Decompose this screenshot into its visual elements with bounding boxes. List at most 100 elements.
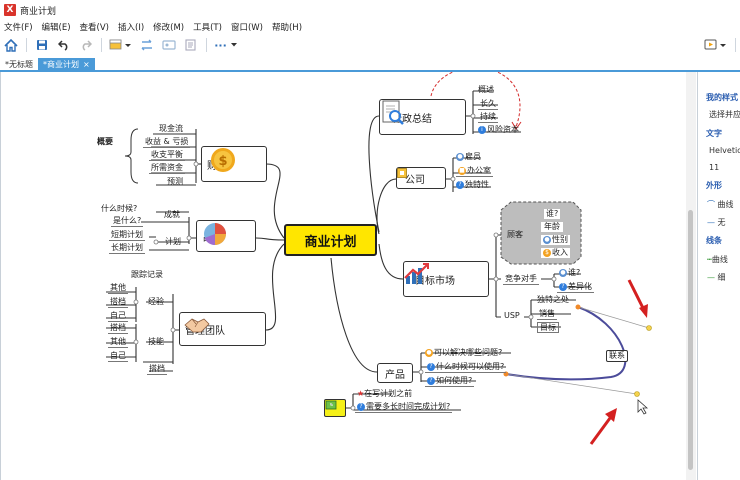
market-usp-item[interactable]: 目标 xyxy=(537,322,559,333)
team-experience-item[interactable]: 自己 xyxy=(108,311,128,322)
panel-line-weight[interactable]: — 细 xyxy=(698,272,726,283)
panel-heading-line: 线条 xyxy=(706,236,722,245)
tab-business-plan[interactable]: *商业计划 × xyxy=(38,58,95,71)
panel-shape-option[interactable]: ⌒ 曲线 xyxy=(698,199,734,210)
topic-strategy[interactable]: 战略 xyxy=(196,220,256,252)
market-competitor-item[interactable]: ?差异化 xyxy=(557,282,594,293)
panel-border-option[interactable]: — 无 xyxy=(698,217,726,228)
company-item[interactable]: ●雇员 xyxy=(456,152,481,162)
person-icon: ● xyxy=(456,152,464,161)
panel-heading-style: 我的样式 xyxy=(706,93,738,102)
window-title: 商业计划 xyxy=(20,6,57,17)
panel-font-size[interactable]: 11 xyxy=(709,163,720,172)
product-item[interactable]: ?什么时候可以使用? xyxy=(425,362,507,373)
market-customer-item[interactable]: ●性别 xyxy=(541,235,570,245)
menu-tools[interactable]: 工具(T) xyxy=(193,22,222,33)
menu-file[interactable]: 文件(F) xyxy=(4,22,33,33)
topic-management-team[interactable]: 管理团队 xyxy=(179,312,266,346)
menu-edit[interactable]: 编辑(E) xyxy=(41,22,71,33)
topic-company[interactable]: 公司 xyxy=(396,167,446,189)
svg-text:$: $ xyxy=(218,154,227,169)
floating-item[interactable]: ?需要多长时间完成计划? xyxy=(355,402,453,413)
team-experience-item[interactable]: 搭档 xyxy=(108,297,128,308)
image-icon[interactable] xyxy=(158,35,180,55)
strategy-item[interactable]: 短期计划 xyxy=(109,230,145,241)
company-item[interactable]: ?独特性 xyxy=(456,180,489,190)
finance-item[interactable]: 现金流 xyxy=(159,124,183,133)
topic-style-icon[interactable] xyxy=(106,35,136,55)
team-skills-item[interactable]: 自己 xyxy=(108,351,128,362)
finance-item[interactable]: 预测 xyxy=(167,177,183,186)
pie-chart-icon xyxy=(204,223,226,246)
market-usp-label[interactable]: USP xyxy=(504,311,520,320)
team-skills-item[interactable]: 搭档 xyxy=(108,323,128,334)
market-customers-label[interactable]: 顾客 xyxy=(507,230,523,239)
finance-item[interactable]: 收支平衡 xyxy=(149,150,185,161)
document-search-icon xyxy=(382,100,404,125)
admin-item[interactable]: 长久 xyxy=(478,99,498,110)
mindmap-canvas[interactable]: 商业计划 财务 $ 概要 现金流 收益 & 亏损 收支平衡 所需资金 预测 战略… xyxy=(0,72,697,480)
market-usp-item[interactable]: 独特之处 xyxy=(537,295,569,304)
thin-line-icon: — xyxy=(707,273,715,282)
topic-product[interactable]: 产品 xyxy=(377,363,413,383)
menu-bar: 文件(F) 编辑(E) 查看(V) 插入(I) 修改(M) 工具(T) 窗口(W… xyxy=(0,19,740,34)
menu-help[interactable]: 帮助(H) xyxy=(271,22,303,33)
strategy-item[interactable]: 长期计划 xyxy=(109,243,145,254)
panel-style-option[interactable]: 选择并应 xyxy=(709,110,740,119)
admin-item[interactable]: 概述 xyxy=(478,85,494,94)
menu-modify[interactable]: 修改(M) xyxy=(153,22,185,33)
market-customer-item[interactable]: $收入 xyxy=(541,248,570,258)
outline-icon[interactable] xyxy=(180,35,202,55)
redo-icon[interactable] xyxy=(75,35,97,55)
home-icon[interactable] xyxy=(0,35,22,55)
relationship-icon[interactable] xyxy=(136,35,158,55)
line-icon: — xyxy=(707,218,715,227)
presentation-icon[interactable] xyxy=(701,35,731,55)
panel-font-family[interactable]: Helvetic xyxy=(709,146,740,155)
vertical-scrollbar-thumb[interactable] xyxy=(688,210,693,470)
floating-item-label: 需要多长时间完成计划? xyxy=(366,402,451,411)
tab-untitled[interactable]: *无标题 xyxy=(0,58,38,71)
strategy-item[interactable]: 是什么? xyxy=(111,216,144,227)
finance-summary[interactable]: 概要 xyxy=(97,137,113,146)
topic-admin-summary[interactable]: 行政总结 xyxy=(379,99,466,135)
team-experience-label[interactable]: 经验 xyxy=(148,297,164,306)
strategy-group-label[interactable]: 成就 xyxy=(164,210,180,219)
topic-target-market[interactable]: 目标市场 xyxy=(403,261,489,297)
menu-view[interactable]: 查看(V) xyxy=(79,22,109,33)
topic-finance[interactable]: 财务 $ xyxy=(201,146,267,182)
company-item[interactable]: ■办公室 xyxy=(456,166,493,177)
market-competitor-item[interactable]: ●谁? xyxy=(559,268,580,278)
floating-item[interactable]: ★在写计划之前 xyxy=(357,389,412,399)
market-usp-item[interactable]: 销售 xyxy=(537,309,557,320)
admin-item[interactable]: 持续 xyxy=(478,112,498,123)
product-item[interactable]: ●可以解决哪些问题? xyxy=(425,348,502,358)
team-partner[interactable]: 搭档 xyxy=(147,364,167,375)
more-icon[interactable]: ··· xyxy=(211,35,241,55)
central-topic[interactable]: 商业计划 xyxy=(284,224,377,256)
panel-line-option[interactable]: ┅曲线 xyxy=(698,254,728,265)
save-icon[interactable] xyxy=(31,35,53,55)
strategy-group-label[interactable]: 计划 xyxy=(165,237,181,246)
undo-icon[interactable] xyxy=(53,35,75,55)
question-icon: ? xyxy=(357,402,365,411)
relationship-label[interactable]: 联系 xyxy=(606,350,628,362)
team-tracking[interactable]: 跟踪记录 xyxy=(131,270,163,279)
close-icon[interactable]: × xyxy=(83,60,90,69)
finance-item[interactable]: 所需资金 xyxy=(149,163,185,174)
floating-topic[interactable] xyxy=(324,399,346,417)
team-skills-label[interactable]: 技能 xyxy=(148,337,164,346)
menu-window[interactable]: 窗口(W) xyxy=(230,22,263,33)
market-competitors-label[interactable]: 竞争对手 xyxy=(503,274,539,285)
product-item-label: 可以解决哪些问题? xyxy=(434,348,503,357)
strategy-item[interactable]: 什么时候? xyxy=(101,204,138,213)
market-customer-item[interactable]: 谁? xyxy=(544,209,561,219)
market-customer-item[interactable]: 年龄 xyxy=(541,222,563,232)
team-skills-item[interactable]: 其他 xyxy=(108,337,128,348)
menu-insert[interactable]: 插入(I) xyxy=(118,22,145,33)
team-experience-item[interactable]: 其他 xyxy=(108,283,128,294)
toolbar: ··· xyxy=(0,34,740,56)
product-item[interactable]: ?如何使用? xyxy=(425,376,475,387)
finance-item[interactable]: 收益 & 亏损 xyxy=(143,137,191,148)
